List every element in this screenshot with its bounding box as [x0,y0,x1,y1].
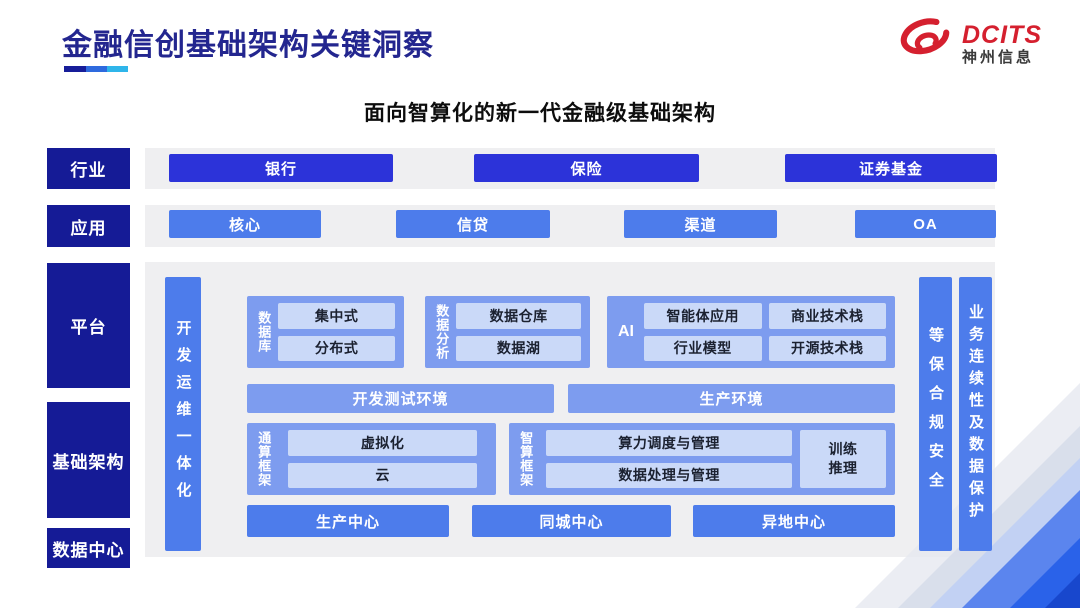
chip-data-lake: 数据湖 [456,335,581,361]
rail-label-platform: 平台 [47,263,130,388]
page-title: 金融信创基础架构关键洞察 [62,29,434,62]
logo-brand-text: DCITS [962,20,1042,49]
group-database: 数据库 集中式 分布式 [247,296,404,368]
env-production: 生产环境 [568,384,895,413]
pillar-security-compliance: 等保合规安全 [919,277,952,551]
chip-distributed: 分布式 [278,335,395,361]
industry-item-bank: 银行 [169,154,393,182]
chip-commercial-stack: 商业技术栈 [768,303,886,329]
app-item-oa: OA [855,210,996,238]
group-database-label: 数据库 [256,311,272,353]
group-intelligent-compute-label: 智算框架 [518,431,534,487]
group-analytics-label: 数据分析 [434,304,450,360]
group-general-compute-label: 通算框架 [256,431,272,487]
rail-label-infrastructure: 基础架构 [47,402,130,518]
chip-data-warehouse: 数据仓库 [456,303,581,329]
slide-subtitle: 面向智算化的新一代金融级基础架构 [364,102,716,125]
group-ai-label: AI [618,323,634,340]
chip-centralized: 集中式 [278,303,395,329]
pillar-business-continuity: 业务连续性及数据保护 [959,277,992,551]
chip-train-inference: 训练 推理 [800,430,886,488]
center-same-city: 同城中心 [472,505,671,537]
chip-cloud: 云 [288,462,477,488]
center-remote: 异地中心 [693,505,895,537]
group-ai: AI 智能体应用 商业技术栈 行业模型 开源技术栈 [607,296,895,368]
dcits-logo: DCITS 神州信息 [898,18,1042,69]
logo-company-text: 神州信息 [962,48,1035,66]
rail-label-industry: 行业 [47,148,130,189]
app-item-core: 核心 [169,210,321,238]
industry-item-securities: 证券基金 [785,154,997,182]
group-data-analytics: 数据分析 数据仓库 数据湖 [425,296,590,368]
chip-agent-apps: 智能体应用 [644,303,762,329]
title-underline [64,66,128,72]
env-dev-test: 开发测试环境 [247,384,554,413]
logo-swirl-icon [898,18,954,69]
chip-virtualization: 虚拟化 [288,430,477,456]
group-intelligent-compute: 智算框架 算力调度与管理 数据处理与管理 训练 推理 [509,423,895,495]
chip-data-processing: 数据处理与管理 [546,462,792,488]
chip-open-source-stack: 开源技术栈 [768,335,886,361]
chip-compute-scheduling: 算力调度与管理 [546,430,792,456]
app-item-credit: 信贷 [396,210,550,238]
pillar-devops: 开发运维一体化 [165,277,201,551]
rail-label-application: 应用 [47,205,130,247]
chip-industry-models: 行业模型 [644,335,762,361]
industry-item-insurance: 保险 [474,154,699,182]
app-item-channel: 渠道 [624,210,777,238]
center-production: 生产中心 [247,505,449,537]
group-general-compute: 通算框架 虚拟化 云 [247,423,496,495]
rail-label-datacenter: 数据中心 [47,528,130,568]
